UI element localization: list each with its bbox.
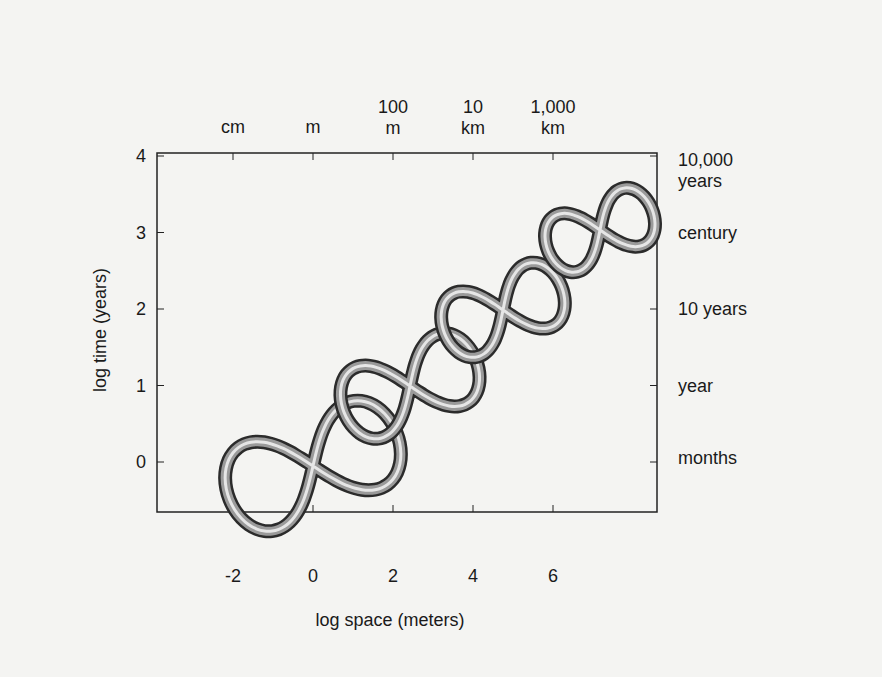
scale-unit: 10 km bbox=[461, 97, 485, 138]
tick-label: 2 bbox=[388, 566, 398, 587]
ribbon-highlight bbox=[545, 188, 655, 272]
ribbon-edge bbox=[441, 263, 565, 358]
infinity-ribbons bbox=[225, 188, 655, 532]
tick-label: -2 bbox=[225, 566, 241, 587]
scale-unit: m bbox=[306, 117, 321, 138]
tick-label: 1 bbox=[136, 375, 146, 396]
time-unit: 10 years bbox=[678, 299, 747, 320]
time-unit: months bbox=[678, 448, 737, 469]
tick bbox=[473, 153, 474, 160]
tick bbox=[650, 462, 657, 463]
ribbon-highlight bbox=[225, 401, 401, 532]
tick-label: 4 bbox=[136, 146, 146, 167]
tick-label: 0 bbox=[308, 566, 318, 587]
scale-unit: 100 m bbox=[378, 97, 408, 138]
tick bbox=[393, 153, 394, 160]
ribbon-edge bbox=[225, 401, 401, 532]
tick bbox=[650, 385, 657, 386]
tick bbox=[157, 309, 164, 310]
ribbon-edge bbox=[545, 188, 655, 272]
tick bbox=[157, 232, 164, 233]
time-unit: century bbox=[678, 222, 737, 243]
tick bbox=[157, 385, 164, 386]
axis-title: log time (years) bbox=[90, 268, 111, 392]
tick-label: 6 bbox=[548, 566, 558, 587]
axis-title: log space (meters) bbox=[315, 610, 464, 631]
ribbon-body bbox=[441, 263, 565, 358]
tick-label: 2 bbox=[136, 299, 146, 320]
tick bbox=[233, 153, 234, 160]
tick bbox=[553, 505, 554, 512]
tick bbox=[313, 153, 314, 160]
tick bbox=[313, 505, 314, 512]
scale-unit: cm bbox=[221, 117, 245, 138]
tick bbox=[157, 462, 164, 463]
scale-unit: 1,000 km bbox=[530, 97, 575, 138]
tick bbox=[650, 309, 657, 310]
ribbon-highlight bbox=[441, 263, 565, 358]
time-unit: year bbox=[678, 375, 713, 396]
ribbon-body bbox=[545, 188, 655, 272]
tick-label: 4 bbox=[468, 566, 478, 587]
tick-label: 3 bbox=[136, 222, 146, 243]
tick bbox=[553, 153, 554, 160]
time-unit: 10,000 years bbox=[678, 150, 733, 191]
ribbon-body bbox=[225, 401, 401, 532]
tick bbox=[650, 156, 657, 157]
tick bbox=[473, 505, 474, 512]
tick bbox=[157, 156, 164, 157]
tick-label: 0 bbox=[136, 452, 146, 473]
tick bbox=[393, 505, 394, 512]
